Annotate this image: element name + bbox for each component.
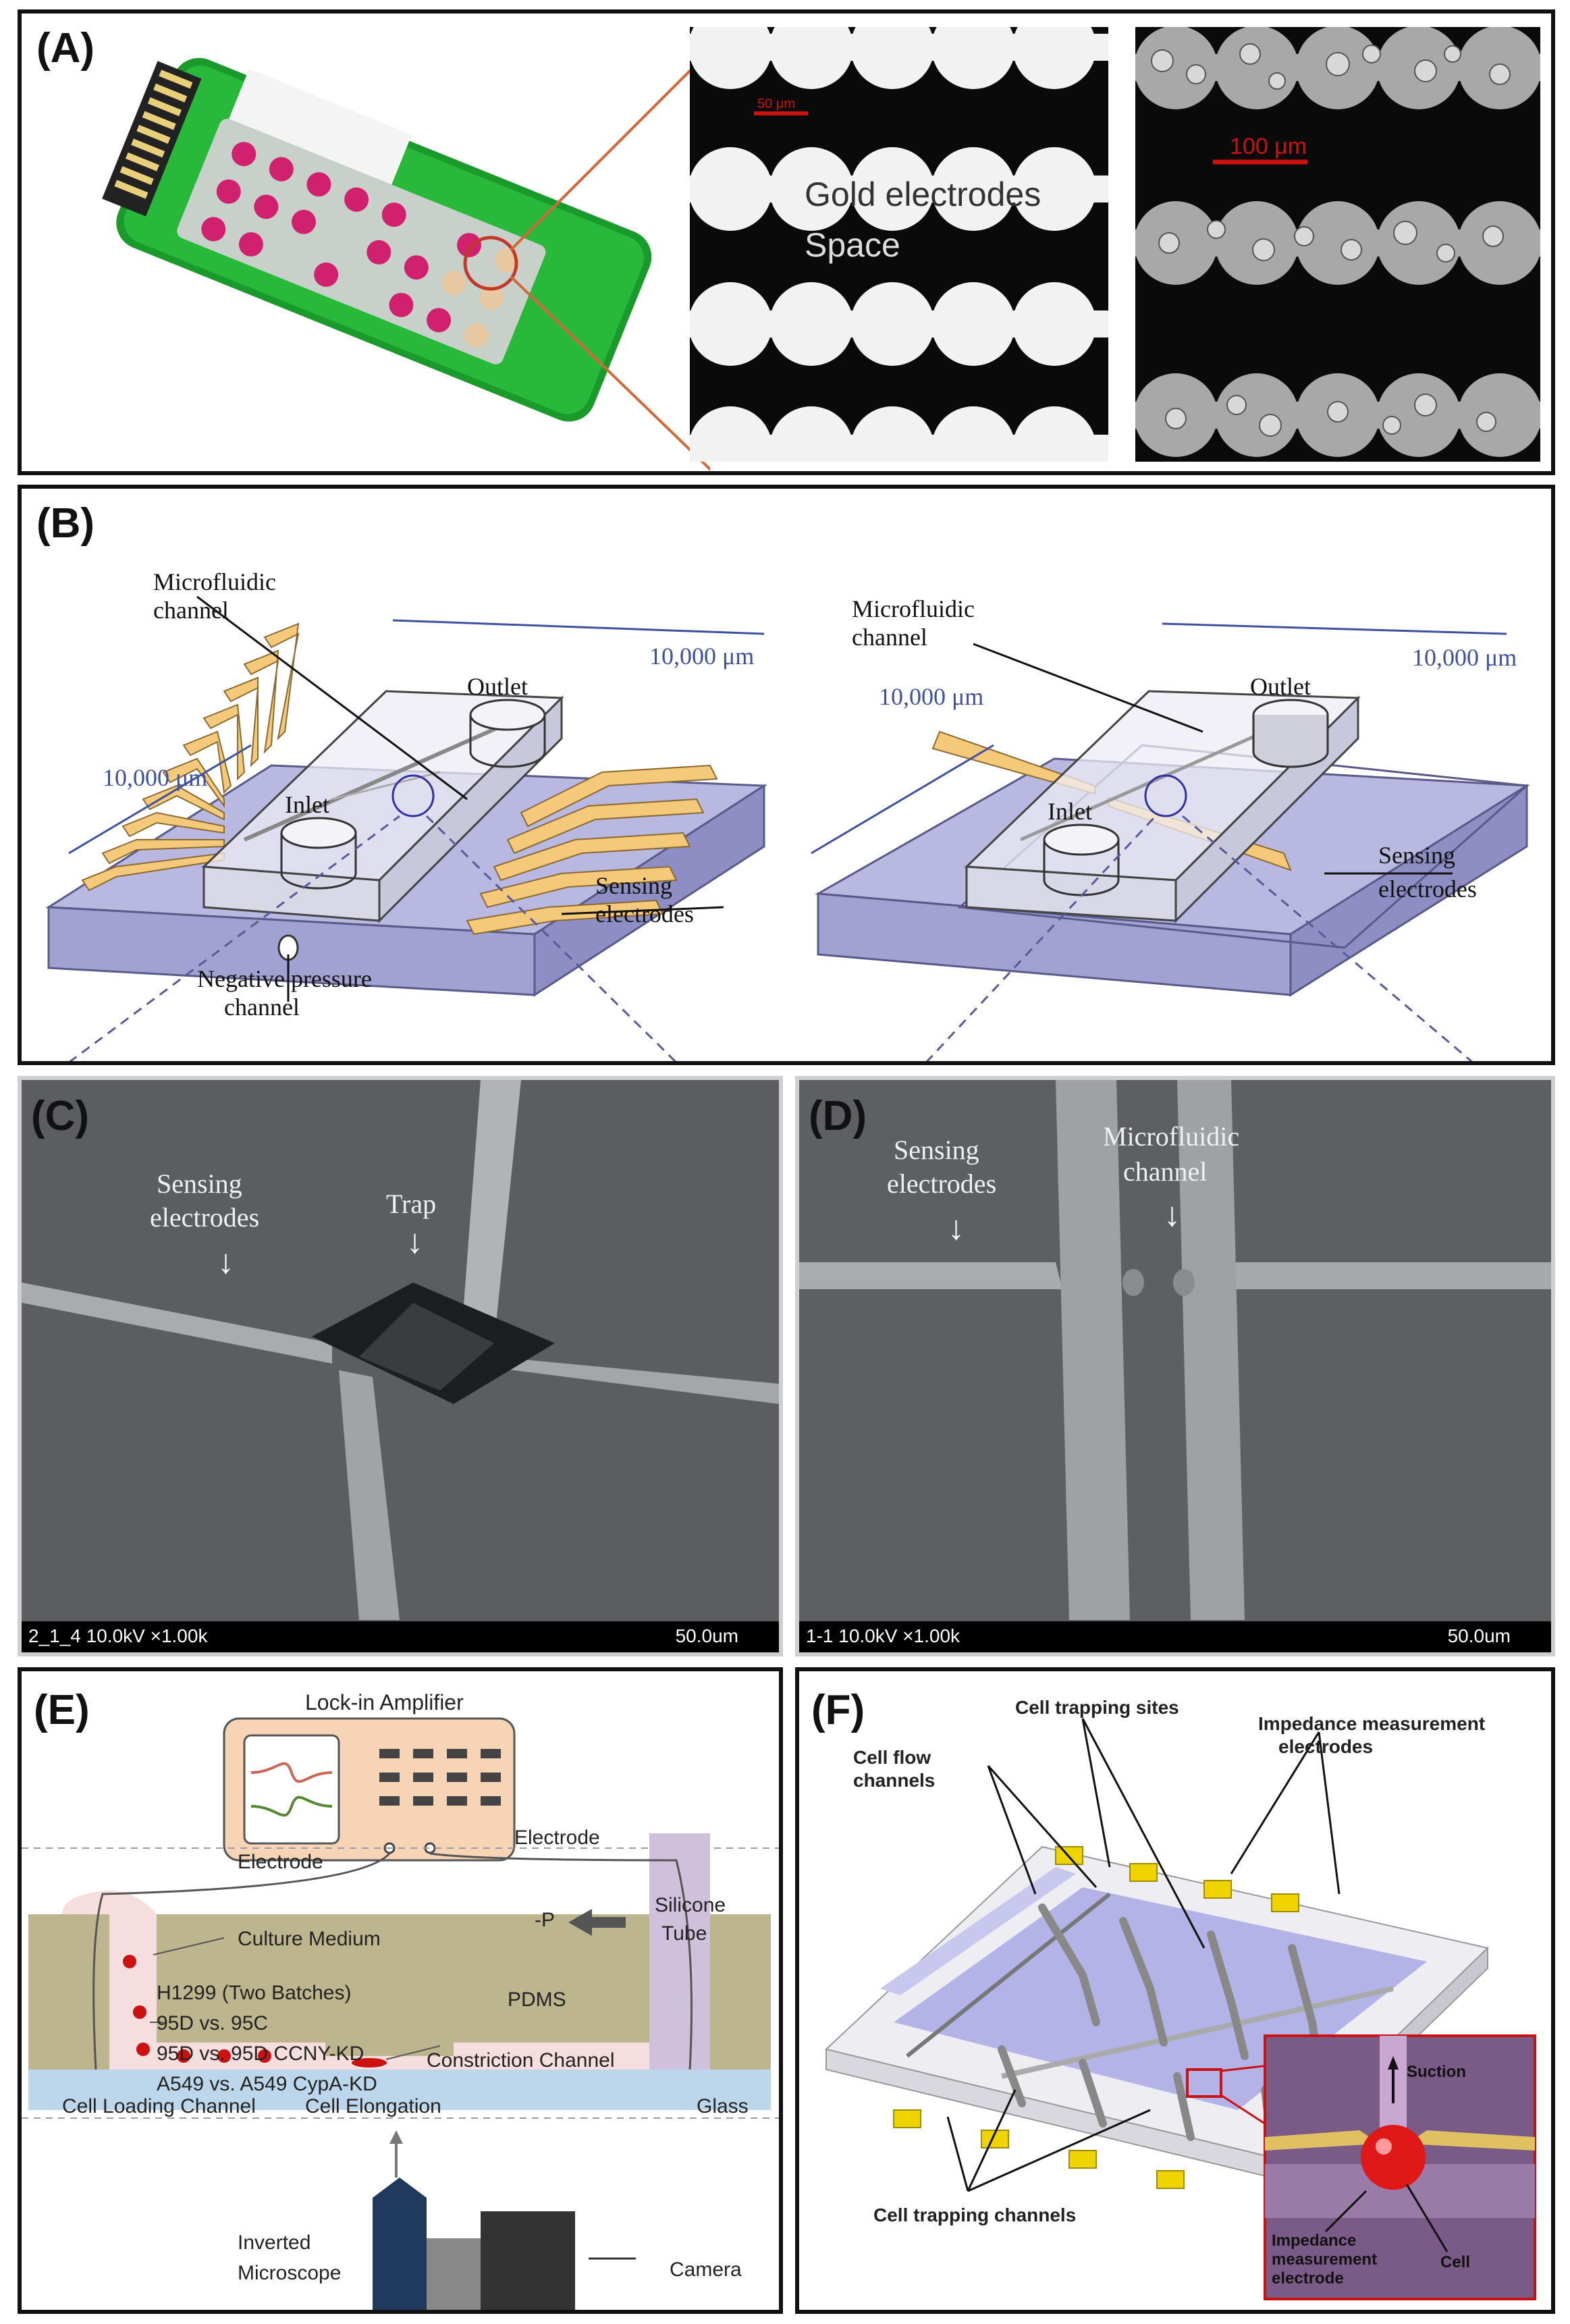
panel-d: (D) Sensing electrodes Microfluidic chan… [795, 1076, 1555, 1656]
panel-c-label: (C) [31, 1093, 90, 1139]
d-info-bar: 1-1 10.0kV ×1.00k 50.0um [799, 1621, 1551, 1652]
e-glass: Glass [697, 2095, 749, 2117]
b-left-outlet: Outlet [467, 673, 528, 700]
e-line-2: 95D vs. 95D CCNY-KD [157, 2043, 364, 2065]
e-line-1: 95D vs. 95C [157, 2012, 269, 2034]
e-line-3: A549 vs. A549 CypA-KD [157, 2073, 377, 2095]
panel-a: (A) [18, 9, 1555, 475]
b-right-outlet: Outlet [1250, 673, 1311, 700]
c-sensing-label-2: electrodes [150, 1202, 260, 1233]
b-left-inlet: Inlet [285, 791, 329, 818]
d-sensing-label-1: Sensing [894, 1135, 979, 1165]
chip-diagram-right: Microfluidic channel Outlet Inlet 10,000… [811, 595, 1530, 1061]
e-electrode-right: Electrode [514, 1827, 600, 1849]
space-label: Space [805, 226, 900, 264]
c-sensing-arrow: ↓ [217, 1243, 234, 1280]
d-channel-arrow: ↓ [1164, 1195, 1181, 1233]
f-suction: Suction [1407, 2063, 1466, 2081]
b-right-inlet: Inlet [1048, 798, 1092, 825]
b-left-neg-1: Negative pressure [197, 965, 372, 992]
panel-e: (E) Lock-in Amplifier Electrode Electrod… [18, 1667, 783, 2314]
d-bar-left: 1-1 10.0kV ×1.00k [806, 1625, 960, 1646]
gold-electrodes-label: Gold electrodes [805, 175, 1041, 213]
cells-micrograph: 100 μm [1135, 27, 1540, 462]
e-microscope-2: Microscope [238, 2262, 342, 2284]
b-right-channel-1: Microfluidic [852, 595, 975, 622]
f-cell: Cell [1440, 2253, 1471, 2271]
d-channel-label-2: channel [1123, 1156, 1208, 1187]
b-right-channel-2: channel [852, 624, 927, 651]
e-loading: Cell Loading Channel [62, 2095, 256, 2117]
panel-a-label: (A) [36, 25, 95, 72]
f-imp-2: electrodes [1278, 1736, 1374, 1757]
d-bar-right: 50.0um [1447, 1625, 1511, 1646]
e-microscope-1: Inverted [238, 2232, 311, 2254]
e-camera: Camera [670, 2259, 742, 2281]
c-info-bar: 2_1_4 10.0kV ×1.00k 50.0um [22, 1621, 779, 1652]
b-left-sensing-1: Sensing [595, 872, 672, 899]
panel-c: (C) Sensing electrodes Trap ↓ ↓ 2_1_4 10… [18, 1076, 783, 1656]
b-left-dim-right: 10,000 μm [649, 643, 754, 670]
sem-trap-image [22, 1080, 779, 1620]
device-photo [102, 49, 710, 471]
constriction-setup-diagram [22, 1717, 779, 2310]
e-pdms: PDMS [508, 1989, 566, 2011]
e-medium: Culture Medium [238, 1928, 381, 1950]
b-right-sensing-2: electrodes [1378, 875, 1477, 902]
b-left-sensing-2: electrodes [595, 900, 694, 927]
panel-e-label: (E) [34, 1687, 90, 1733]
e-elongation: Cell Elongation [305, 2095, 441, 2117]
e-minus-p: -P [535, 1909, 555, 1931]
cells-scale-label: 100 μm [1230, 134, 1307, 159]
f-imp-e-2: measurement [1272, 2250, 1378, 2269]
chip-diagram-left: Microfluidic channel Outlet Inlet 10,000… [45, 568, 767, 1061]
f-flow-2: channels [853, 1770, 936, 1791]
d-channel-label-1: Microfluidic [1103, 1121, 1240, 1152]
f-trap-sites: Cell trapping sites [1015, 1697, 1179, 1718]
f-imp-e-1: Impedance [1272, 2232, 1357, 2250]
b-right-sensing-1: Sensing [1378, 842, 1455, 869]
f-imp-e-3: electrode [1272, 2269, 1344, 2288]
c-sensing-label-1: Sensing [157, 1168, 242, 1199]
c-bar-right: 50.0um [675, 1625, 738, 1646]
e-tube-2: Tube [661, 1922, 707, 1945]
electrode-micrograph: 50 μm Gold electrodes Space [690, 27, 1108, 462]
panel-b-label: (B) [36, 500, 95, 547]
b-right-dim-right: 10,000 μm [1412, 644, 1517, 671]
c-trap-label: Trap [386, 1189, 437, 1219]
d-sensing-label-2: electrodes [887, 1168, 997, 1199]
micro-scale-label: 50 μm [757, 97, 795, 111]
trapping-chip-diagram [824, 1718, 1536, 2300]
b-right-dim-left: 10,000 μm [879, 683, 983, 710]
e-amp-title: Lock-in Amplifier [305, 1690, 464, 1714]
sem-channel-image [799, 1080, 1551, 1620]
f-imp-1: Impedance measurement [1258, 1713, 1486, 1734]
b-left-channel-2: channel [153, 597, 229, 624]
b-left-dim-left: 10,000 μm [103, 764, 207, 791]
panel-f-label: (F) [811, 1687, 865, 1733]
e-constriction: Constriction Channel [427, 2049, 615, 2072]
panel-d-label: (D) [809, 1093, 867, 1139]
f-flow-1: Cell flow [853, 1747, 931, 1768]
e-tube-1: Silicone [655, 1894, 726, 1916]
e-line-0: H1299 (Two Batches) [157, 1982, 352, 2004]
panel-b: (B) [18, 485, 1555, 1065]
c-trap-arrow: ↓ [406, 1222, 423, 1260]
e-electrode-left: Electrode [238, 1851, 323, 1873]
panel-f: (F) Cell trapping sites Impedance measur… [795, 1667, 1555, 2314]
b-left-channel-1: Microfluidic [153, 568, 276, 595]
f-trap-channels: Cell trapping channels [873, 2205, 1077, 2225]
d-sensing-arrow: ↓ [948, 1209, 965, 1247]
c-bar-left: 2_1_4 10.0kV ×1.00k [28, 1625, 208, 1646]
b-left-neg-2: channel [224, 994, 300, 1021]
